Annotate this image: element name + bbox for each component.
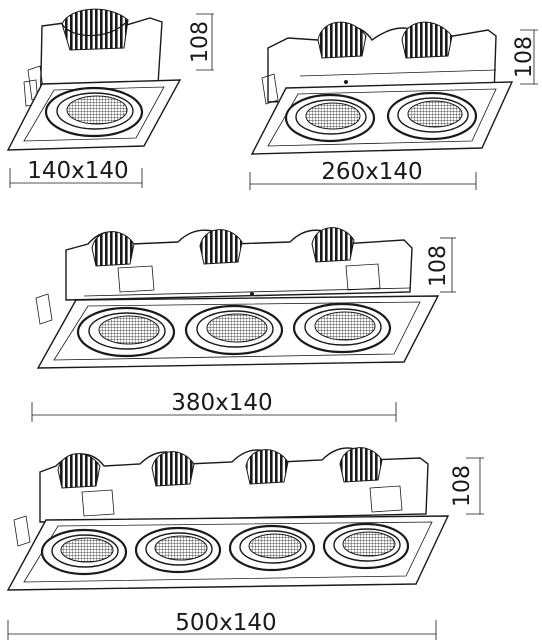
- width-label: 380x140: [171, 390, 272, 416]
- width-dimension: 500x140: [7, 610, 437, 640]
- fixture-housing: [35, 227, 413, 325]
- height-dimension: 108: [450, 457, 484, 515]
- lamp-module: [76, 306, 176, 358]
- fixture-housing: [13, 447, 429, 547]
- fixture-housing: [261, 21, 497, 105]
- width-dimension: 260x140: [249, 159, 477, 190]
- lamp-module: [292, 302, 392, 354]
- width-label: 140x140: [27, 158, 128, 184]
- figure-3x: 108 380x140: [31, 227, 456, 422]
- lamp-module: [228, 524, 316, 572]
- height-dimension: 108: [512, 29, 538, 85]
- lamp-module: [386, 91, 478, 141]
- lamp-module: [40, 528, 128, 576]
- lamp-module: [44, 86, 144, 138]
- figure-1x: 108 140x140: [6, 8, 214, 188]
- figure-4x: 108 500x140: [6, 447, 484, 640]
- height-label: 108: [450, 465, 475, 507]
- height-label: 108: [512, 36, 537, 78]
- lamp-module: [184, 304, 284, 356]
- lamp-module: [322, 522, 410, 570]
- width-label: 260x140: [321, 159, 422, 185]
- lamp-module: [134, 526, 222, 574]
- height-label: 108: [188, 21, 213, 63]
- width-label: 500x140: [175, 610, 276, 636]
- width-dimension: 380x140: [31, 390, 397, 422]
- height-dimension: 108: [426, 237, 456, 293]
- figure-2x: 108 260x140: [249, 21, 538, 190]
- height-dimension: 108: [188, 13, 214, 71]
- height-label: 108: [426, 245, 451, 287]
- width-dimension: 140x140: [9, 158, 143, 188]
- lamp-module: [284, 93, 376, 143]
